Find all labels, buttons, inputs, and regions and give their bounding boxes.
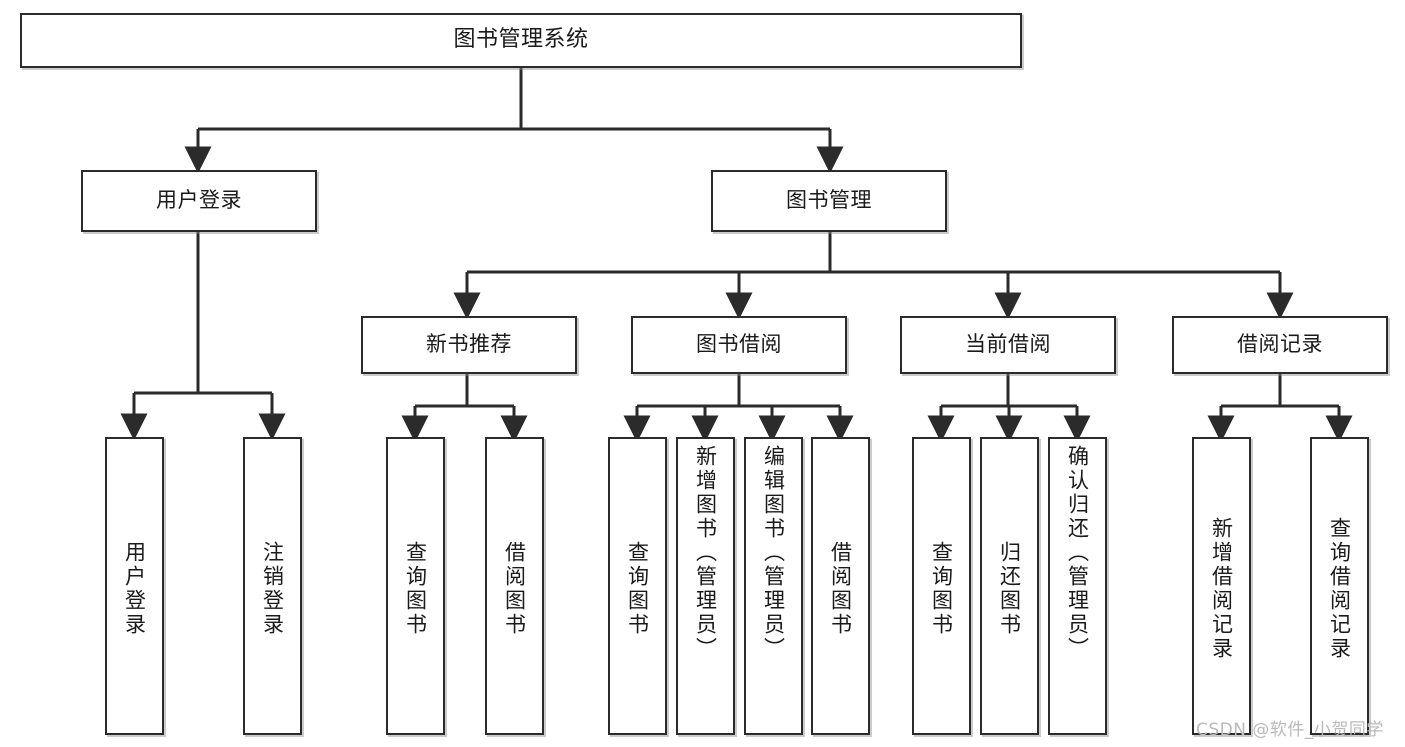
node-leaf-add-borrow-record-label: 新增借阅记录	[1209, 517, 1234, 661]
node-leaf-return-book-label: 归还图书	[997, 541, 1022, 637]
csdn-watermark: CSDN @软件_小贺同学	[1196, 720, 1384, 740]
node-leaf-query-book-3-label: 查询图书	[929, 541, 954, 637]
node-leaf-return-book[interactable]: 归还图书	[980, 437, 1039, 735]
node-leaf-edit-book[interactable]: 编辑图书（管理员）	[744, 437, 803, 735]
node-leaf-edit-book-label: 编辑图书（管理员）	[761, 445, 786, 661]
node-book-management[interactable]: 图书管理	[711, 170, 947, 232]
node-leaf-logout-login[interactable]: 注销登录	[243, 437, 302, 735]
node-leaf-confirm-return-label: 确认归还（管理员）	[1065, 445, 1090, 661]
node-leaf-add-book-label: 新增图书（管理员）	[693, 445, 718, 661]
node-leaf-borrow-book-1-label: 借阅图书	[502, 541, 527, 637]
node-leaf-borrow-book-2-label: 借阅图书	[828, 541, 853, 637]
node-book-management-label: 图书管理	[786, 188, 872, 213]
node-leaf-query-book-3[interactable]: 查询图书	[912, 437, 971, 735]
node-leaf-confirm-return[interactable]: 确认归还（管理员）	[1048, 437, 1107, 735]
node-borrow-record[interactable]: 借阅记录	[1172, 316, 1388, 374]
node-leaf-query-book-1[interactable]: 查询图书	[386, 437, 445, 735]
node-root-system[interactable]: 图书管理系统	[20, 13, 1022, 68]
node-current-borrow[interactable]: 当前借阅	[900, 316, 1116, 374]
node-user-login[interactable]: 用户登录	[81, 170, 317, 232]
node-borrow-record-label: 借阅记录	[1237, 332, 1323, 357]
node-leaf-add-borrow-record[interactable]: 新增借阅记录	[1192, 437, 1251, 735]
node-leaf-query-book-2[interactable]: 查询图书	[608, 437, 667, 735]
node-leaf-borrow-book-2[interactable]: 借阅图书	[811, 437, 870, 735]
node-leaf-query-borrow-record-label: 查询借阅记录	[1327, 517, 1352, 661]
node-root-label: 图书管理系统	[453, 27, 589, 53]
node-leaf-query-book-1-label: 查询图书	[403, 541, 428, 637]
node-user-login-label: 用户登录	[156, 188, 242, 213]
node-leaf-user-login-label: 用户登录	[122, 541, 147, 637]
node-leaf-user-login[interactable]: 用户登录	[105, 437, 164, 735]
node-new-book-recommend[interactable]: 新书推荐	[361, 316, 577, 374]
node-leaf-query-borrow-record[interactable]: 查询借阅记录	[1310, 437, 1369, 735]
node-book-borrow[interactable]: 图书借阅	[631, 316, 847, 374]
node-leaf-logout-login-label: 注销登录	[260, 541, 285, 637]
node-leaf-add-book[interactable]: 新增图书（管理员）	[676, 437, 735, 735]
node-new-book-recommend-label: 新书推荐	[426, 332, 512, 357]
node-current-borrow-label: 当前借阅	[965, 332, 1051, 357]
node-leaf-borrow-book-1[interactable]: 借阅图书	[485, 437, 544, 735]
node-leaf-query-book-2-label: 查询图书	[625, 541, 650, 637]
node-book-borrow-label: 图书借阅	[696, 332, 782, 357]
